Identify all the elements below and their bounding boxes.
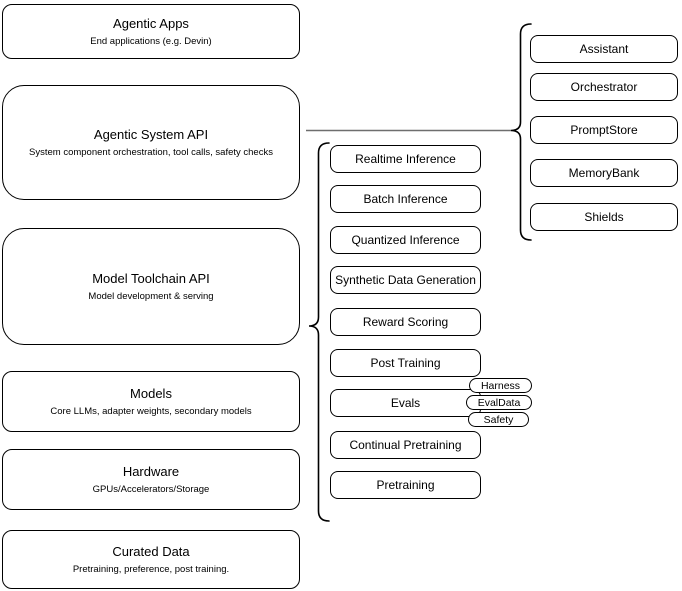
pill-harness: Harness — [469, 378, 532, 393]
box-model-toolchain-api: Model Toolchain API Model development & … — [2, 228, 300, 345]
node-continual-pretraining: Continual Pretraining — [330, 431, 481, 459]
node-label: Post Training — [370, 356, 441, 370]
node-post-training: Post Training — [330, 349, 481, 377]
node-label: Shields — [584, 210, 624, 224]
box-title: Hardware — [122, 463, 180, 479]
node-pretraining: Pretraining — [330, 471, 481, 499]
node-synthetic-data-generation: Synthetic Data Generation — [330, 266, 481, 294]
node-label: Batch Inference — [363, 192, 448, 206]
node-shields: Shields — [530, 203, 678, 231]
box-agentic-apps: Agentic Apps End applications (e.g. Devi… — [2, 4, 300, 59]
node-label: PromptStore — [570, 123, 638, 137]
toolchain-brace — [308, 142, 330, 522]
node-promptstore: PromptStore — [530, 116, 678, 144]
node-label: Reward Scoring — [362, 315, 449, 329]
box-subtitle: Core LLMs, adapter weights, secondary mo… — [50, 405, 252, 417]
node-orchestrator: Orchestrator — [530, 73, 678, 101]
node-label: Assistant — [579, 42, 629, 56]
node-label: Synthetic Data Generation — [335, 273, 476, 287]
box-title: Agentic Apps — [113, 15, 189, 31]
node-reward-scoring: Reward Scoring — [330, 308, 481, 336]
node-label: Evals — [390, 396, 421, 410]
box-subtitle: Pretraining, preference, post training. — [72, 563, 230, 575]
pill-label: Safety — [483, 413, 514, 426]
node-assistant: Assistant — [530, 35, 678, 63]
node-label: Orchestrator — [570, 80, 638, 94]
node-batch-inference: Batch Inference — [330, 185, 481, 213]
box-models: Models Core LLMs, adapter weights, secon… — [2, 371, 300, 432]
pill-label: EvalData — [477, 396, 521, 409]
pill-evaldata: EvalData — [466, 395, 532, 410]
pill-label: Harness — [480, 379, 521, 392]
box-subtitle: Model development & serving — [88, 290, 214, 302]
pill-safety: Safety — [468, 412, 529, 427]
box-subtitle: GPUs/Accelerators/Storage — [92, 483, 210, 495]
node-label: Continual Pretraining — [349, 438, 462, 452]
node-label: Realtime Inference — [355, 152, 456, 166]
box-title: Curated Data — [112, 543, 190, 559]
box-title: Models — [130, 385, 172, 401]
node-label: Quantized Inference — [351, 233, 460, 247]
node-realtime-inference: Realtime Inference — [330, 145, 481, 173]
node-quantized-inference: Quantized Inference — [330, 226, 481, 254]
node-memorybank: MemoryBank — [530, 159, 678, 187]
box-subtitle: End applications (e.g. Devin) — [90, 35, 212, 47]
system-components-brace — [510, 23, 532, 241]
box-agentic-system-api: Agentic System API System component orch… — [2, 85, 300, 200]
box-hardware: Hardware GPUs/Accelerators/Storage — [2, 449, 300, 510]
node-label: MemoryBank — [568, 166, 640, 180]
box-curated-data: Curated Data Pretraining, preference, po… — [2, 530, 300, 589]
box-subtitle: System component orchestration, tool cal… — [29, 146, 273, 158]
node-evals: Evals — [330, 389, 481, 417]
box-title: Agentic System API — [93, 126, 209, 142]
box-title: Model Toolchain API — [92, 270, 210, 286]
node-label: Pretraining — [376, 478, 435, 492]
